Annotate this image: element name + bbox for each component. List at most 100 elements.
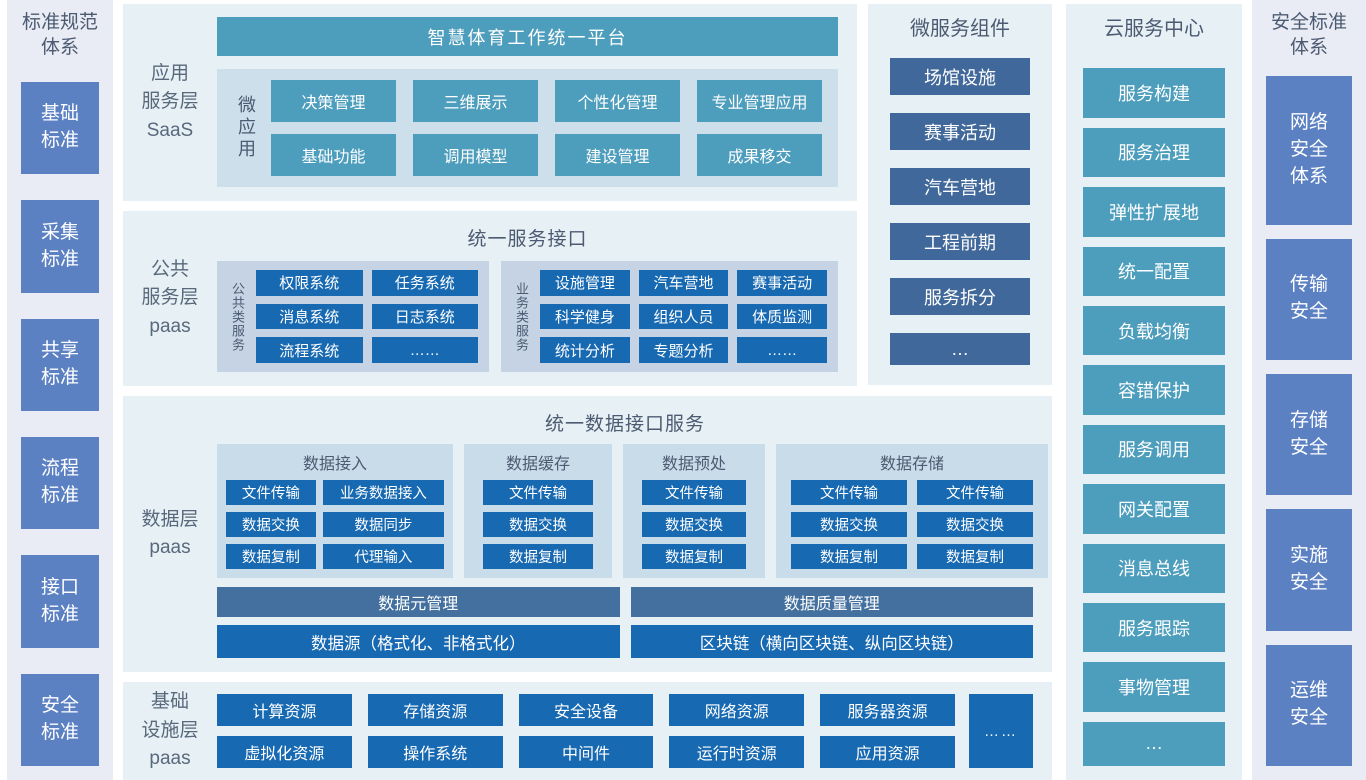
business-service-item: …… [737,337,827,363]
data-source-bar: 数据源（格式化、非格式化） [217,625,620,658]
micro-app-item: 个性化管理 [555,80,680,122]
data-management-bars: 数据元管理 数据质量管理 数据源（格式化、非格式化） 区块链（横向区块链、纵向区… [217,587,1033,658]
business-services-label: 业务类服务 [514,281,529,352]
micro-app-item: 三维展示 [413,80,538,122]
infra-resource-item: 存储资源 [367,694,503,726]
business-services-group: 业务类服务 设施管理汽车营地赛事活动科学健身组织人员体质监测统计分析专题分析…… [501,261,838,372]
common-service-item: 权限系统 [256,270,363,296]
microservice-item: 场馆设施 [890,58,1030,96]
service-groups-row: 公共类服务 权限系统任务系统消息系统日志系统流程系统…… 业务类服务 设施管理汽… [217,261,838,372]
infra-layer-label: 基础 设施层 paas [141,691,199,770]
cloud-services-column: 云服务中心 服务构建服务治理弹性扩展地统一配置负载均衡容错保护服务调用网关配置消… [1066,4,1242,780]
data-access-group: 数据接入 文件传输业务数据接入数据交换数据同步数据复制代理输入 [217,444,453,578]
data-storage-item: 数据交换 [791,512,907,537]
data-storage-title: 数据存储 [879,456,944,473]
data-cache-item: 数据复制 [483,544,593,569]
data-storage-item: 数据复制 [917,544,1033,569]
business-service-item: 统计分析 [540,337,630,363]
business-services-grid: 设施管理汽车营地赛事活动科学健身组织人员体质监测统计分析专题分析…… [540,270,827,363]
infra-row-2: 虚拟化资源操作系统中间件运行时资源应用资源 [217,736,955,768]
microservice-item: … [890,333,1030,366]
platform-banner: 智慧体育工作统一平台 [217,17,838,56]
cloud-services-list: 服务构建服务治理弹性扩展地统一配置负载均衡容错保护服务调用网关配置消息总线服务跟… [1066,68,1242,767]
data-storage-group: 数据存储 文件传输文件传输数据交换数据交换数据复制数据复制 [776,444,1048,578]
common-service-item: 任务系统 [371,270,478,296]
common-services-grid: 权限系统任务系统消息系统日志系统流程系统…… [256,270,478,363]
microservices-title: 微服务组件 [910,18,1010,40]
infra-resource-item: 服务器资源 [820,694,955,726]
cloud-service-item: 事物管理 [1083,662,1225,712]
data-access-grid: 文件传输业务数据接入数据交换数据同步数据复制代理输入 [226,480,444,569]
cloud-service-item: 服务构建 [1083,68,1225,118]
security-standards-list: 网络 安全 体系传输 安全存储 安全实施 安全运维 安全 [1252,76,1366,766]
cloud-service-item: 服务调用 [1083,424,1225,475]
data-storage-item: 文件传输 [791,480,907,505]
security-standard-item: 传输 安全 [1266,238,1352,360]
business-service-item: 设施管理 [540,270,630,296]
micro-app-box: 微应用 决策管理三维展示个性化管理专业管理应用基础功能调用模型建设管理成果移交 [217,69,838,187]
data-layer-panel: 数据层 paas 统一数据接口服务 数据接入 文件传输业务数据接入数据交换数据同… [123,396,1052,672]
unified-service-interface-title: 统一服务接口 [467,229,588,250]
cloud-service-item: 弹性扩展地 [1083,187,1225,237]
data-layer-label: 数据层 paas [141,508,199,559]
infra-resource-item: 运行时资源 [669,736,805,768]
data-quality-management-bar: 数据质量管理 [630,587,1033,617]
business-service-item: 专题分析 [638,337,729,363]
business-service-item: 科学健身 [540,303,630,330]
data-access-item: 数据交换 [226,512,316,537]
standard-item: 采集 标准 [21,200,99,293]
app-layer-label: 应用 服务层 SaaS [141,62,199,141]
data-access-title: 数据接入 [302,456,367,473]
data-cache-item: 数据交换 [483,512,593,537]
micro-app-item: 决策管理 [271,80,396,122]
common-service-item: 流程系统 [256,337,363,363]
app-service-layer-panel: 应用 服务层 SaaS 智慧体育工作统一平台 微应用 决策管理三维展示个性化管理… [123,4,857,201]
microservice-item: 赛事活动 [890,113,1030,151]
security-standard-item: 实施 安全 [1266,509,1352,631]
common-service-item: 消息系统 [256,303,363,330]
data-preprocess-title: 数据预处 [661,456,726,473]
security-standard-item: 运维 安全 [1266,644,1352,766]
public-service-layer-panel: 公共 服务层 paas 统一服务接口 公共类服务 权限系统任务系统消息系统日志系… [123,211,857,386]
cloud-service-item: 容错保护 [1083,365,1225,415]
standard-item: 共享 标准 [21,318,99,412]
standards-sidebar-title: 标准规范 体系 [21,12,98,59]
data-meta-management-bar: 数据元管理 [217,587,620,617]
cloud-service-item: 网关配置 [1083,484,1225,534]
micro-app-item: 建设管理 [555,134,680,176]
common-services-group: 公共类服务 权限系统任务系统消息系统日志系统流程系统…… [217,261,489,372]
microservices-column: 微服务组件 场馆设施赛事活动汽车营地工程前期服务拆分… [868,4,1052,385]
data-cache-item: 文件传输 [483,480,593,505]
data-layer-body: 统一数据接口服务 数据接入 文件传输业务数据接入数据交换数据同步数据复制代理输入… [217,396,1052,672]
infra-resource-item: 中间件 [518,736,654,768]
infra-resource-item: 网络资源 [669,694,805,726]
data-preprocess-group: 数据预处 文件传输数据交换数据复制 [623,444,765,578]
data-storage-grid: 文件传输文件传输数据交换数据交换数据复制数据复制 [785,480,1039,569]
data-access-item: 代理输入 [322,544,444,569]
infra-layer-body: 计算资源存储资源安全设备网络资源服务器资源 虚拟化资源操作系统中间件运行时资源应… [217,682,1052,780]
data-preprocess-item: 数据复制 [642,544,746,569]
app-layer-body: 智慧体育工作统一平台 微应用 决策管理三维展示个性化管理专业管理应用基础功能调用… [217,4,857,201]
standard-item: 基础 标准 [21,82,99,175]
security-sidebar-title: 安全标准 体系 [1270,12,1347,59]
common-service-item: …… [371,337,478,363]
data-storage-item: 数据复制 [791,544,907,569]
cloud-services-title: 云服务中心 [1104,18,1204,40]
public-layer-body: 统一服务接口 公共类服务 权限系统任务系统消息系统日志系统流程系统…… 业务类服… [217,211,857,386]
business-service-item: 体质监测 [737,303,827,330]
cloud-service-item: … [1083,721,1225,767]
data-preprocess-item: 数据交换 [642,512,746,537]
standard-item: 流程 标准 [21,437,99,530]
infra-resource-item: 虚拟化资源 [217,736,352,768]
infra-resource-item: 应用资源 [820,736,955,768]
micro-app-item: 基础功能 [271,134,396,176]
public-layer-label: 公共 服务层 paas [141,258,199,337]
data-cache-title: 数据缓存 [505,456,570,473]
data-access-item: 文件传输 [226,480,316,505]
business-service-item: 组织人员 [638,303,729,330]
infrastructure-layer-panel: 基础 设施层 paas 计算资源存储资源安全设备网络资源服务器资源 虚拟化资源操… [123,682,1052,780]
data-access-item: 业务数据接入 [322,480,444,505]
infra-resource-item: 操作系统 [367,736,503,768]
security-standards-sidebar: 安全标准 体系 网络 安全 体系传输 安全存储 安全实施 安全运维 安全 [1252,0,1366,780]
